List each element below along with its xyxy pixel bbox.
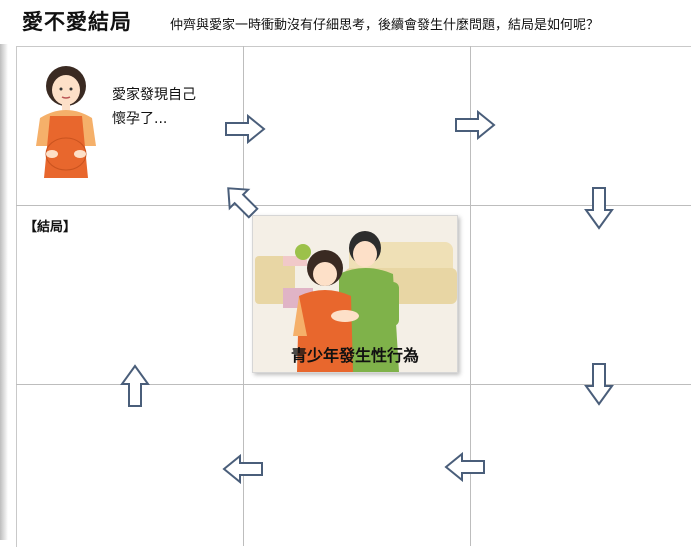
page-title: 愛不愛結局 [22, 10, 132, 34]
left-edge-shadow [0, 0, 8, 540]
grid-line-h1 [16, 205, 691, 206]
arrow-down-icon [584, 363, 614, 406]
ending-label: 【結局】 [24, 220, 77, 235]
arrow-up-icon [120, 364, 150, 407]
couple-scene-art [253, 216, 457, 372]
couple-illustration: 青少年發生性行為 [252, 215, 458, 373]
cell-1-text-line2: 懷孕了... [112, 111, 168, 127]
header: 愛不愛結局 仲齊與愛家一時衝動沒有仔細思考，後續會發生什麼問題，結局是如何呢？ [0, 0, 691, 44]
arrow-left-icon [444, 452, 485, 482]
grid-line-v1 [243, 46, 244, 546]
arrow-left-icon [222, 454, 263, 484]
image-caption: 青少年發生性行為 [290, 346, 419, 365]
grid-line-h2 [16, 384, 691, 385]
grid-line-v2 [470, 46, 471, 546]
arrow-right-icon [455, 110, 496, 140]
cell-1-text-line1: 愛家發現自己 [112, 87, 196, 103]
arrow-down-icon [584, 187, 614, 230]
arrow-up-left-icon [227, 187, 259, 219]
pregnant-woman-illustration [36, 66, 96, 178]
arrow-right-icon [225, 114, 266, 144]
page-subtitle: 仲齊與愛家一時衝動沒有仔細思考，後續會發生什麼問題，結局是如何呢？ [170, 18, 600, 33]
